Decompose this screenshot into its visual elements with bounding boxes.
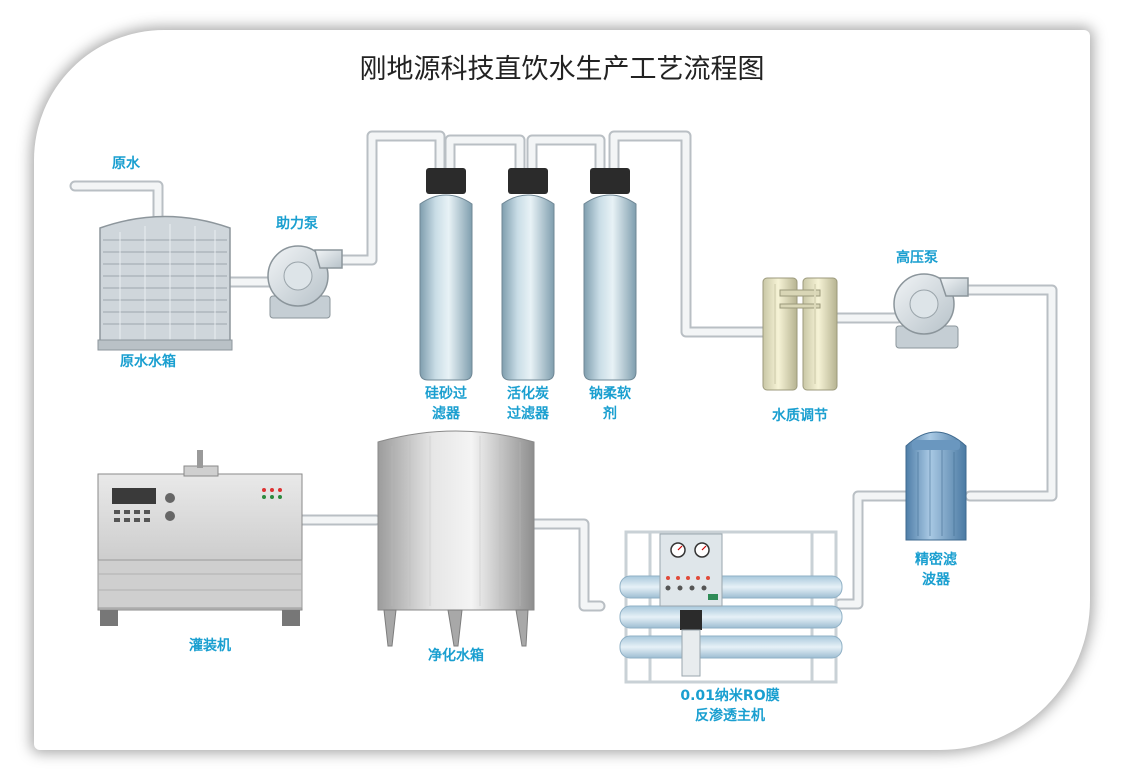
sand-filter-label-line2: 滤器 <box>432 405 461 422</box>
raw-water-tank <box>97 215 233 351</box>
clean-tank-label: 净化水箱 <box>428 647 484 664</box>
clean-water-tank <box>377 430 535 647</box>
carbon-filter-label-line1: 活化炭 <box>507 385 549 402</box>
page-title: 刚地源科技直饮水生产工艺流程图 <box>360 54 765 85</box>
carbon-filter <box>501 168 555 381</box>
booster-pump <box>267 245 343 319</box>
precision-filter <box>905 431 967 541</box>
sand-filter <box>419 168 473 381</box>
softener-filter <box>583 168 637 381</box>
raw-water-tank-label: 原水水箱 <box>120 353 176 370</box>
booster-pump-label: 助力泵 <box>276 215 318 232</box>
softener-label-line1: 钠柔软 <box>589 385 632 402</box>
filling-machine-label: 灌装机 <box>189 637 231 654</box>
water-quality-adjuster <box>762 277 838 391</box>
softener-label-line2: 剂 <box>603 405 617 422</box>
high-pressure-pump-label: 高压泵 <box>896 249 938 266</box>
pipes <box>69 130 1058 612</box>
ro-host-machine <box>619 530 843 684</box>
ro-host-label-line1: 0.01纳米RO膜 <box>680 687 779 704</box>
high-pressure-pump <box>893 273 969 349</box>
filling-machine <box>97 450 303 626</box>
raw-water-label: 原水 <box>112 155 141 172</box>
carbon-filter-label-line2: 过滤器 <box>507 405 550 422</box>
ro-host-label-line2: 反渗透主机 <box>695 707 765 724</box>
diagram-card <box>34 30 1090 750</box>
precision-filter-label-line2: 波器 <box>922 571 951 588</box>
precision-filter-label-line1: 精密滤 <box>915 551 957 568</box>
water-adjust-label: 水质调节 <box>772 407 828 424</box>
sand-filter-label-line1: 硅砂过 <box>425 385 467 402</box>
